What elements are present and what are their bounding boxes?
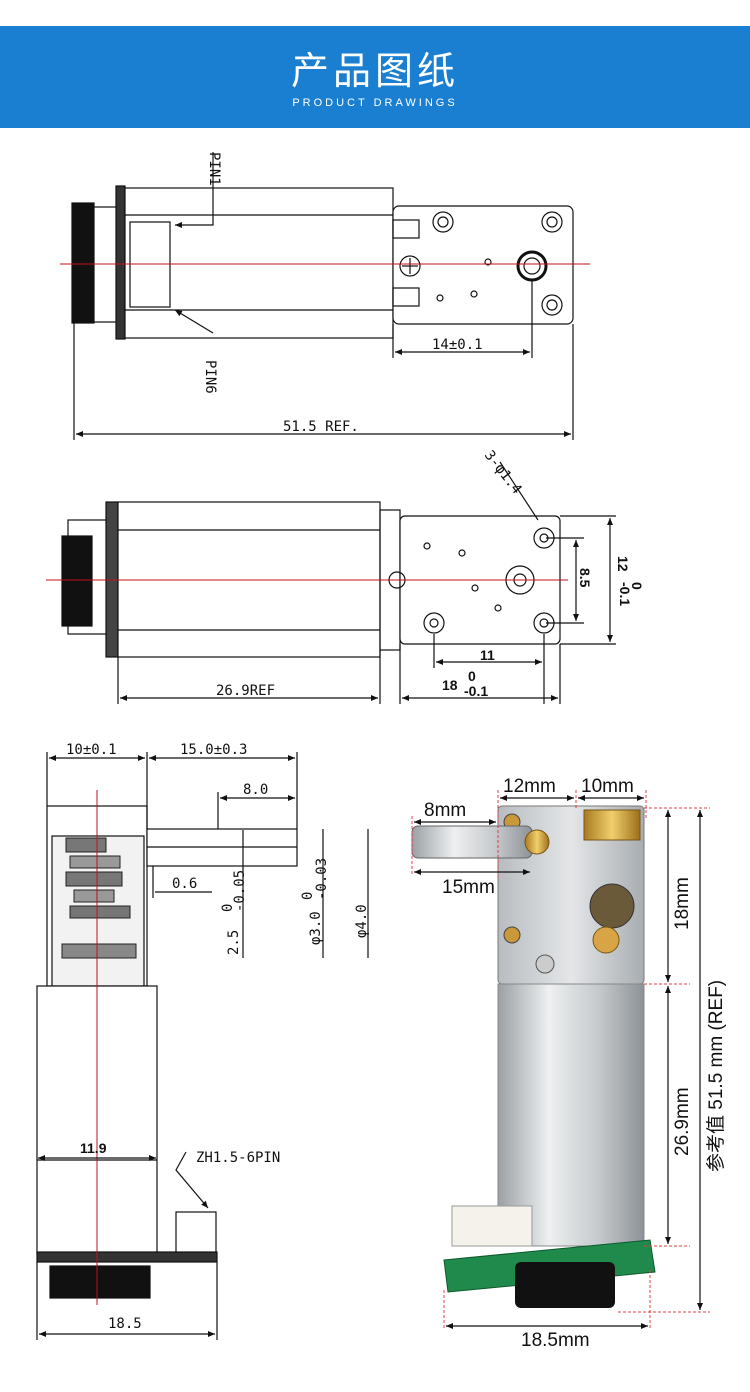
banner-subtitle: PRODUCT DRAWINGS	[292, 97, 458, 109]
photo-dim-8: 8mm	[424, 800, 466, 821]
dim-outer-dia: φ4.0	[354, 904, 370, 938]
header-banner: 产品图纸 PRODUCT DRAWINGS	[0, 26, 750, 128]
hole-note: 3-φ1.4	[481, 448, 525, 498]
dim-flat-depth: 2.5	[226, 930, 242, 955]
front-view-drawing	[46, 461, 616, 704]
dim-plate-tol-upper: 0	[468, 668, 476, 684]
flat-tol-upper: 0	[220, 904, 236, 912]
dim-base-width: 18.5	[108, 1316, 142, 1332]
photo-dim-10: 10mm	[581, 776, 634, 797]
dim-hole-spacing: 11	[480, 647, 495, 663]
dim-plate-width: 18	[442, 677, 458, 693]
gear-train	[61, 837, 137, 959]
photo-dim-total: 参考值 51.5 mm (REF)	[705, 980, 727, 1172]
photo-dim-18-5: 18.5mm	[521, 1330, 590, 1351]
pin6-label: PIN6	[202, 360, 218, 394]
banner-title: 产品图纸	[290, 49, 459, 93]
pcb-side	[36, 1251, 218, 1263]
photo-dim-15: 15mm	[442, 877, 495, 898]
dim-motor-dia: 11.9	[80, 1140, 107, 1156]
dim-width-base: 12	[615, 556, 631, 572]
dim-gap: 0.6	[172, 876, 197, 892]
photo-dim-12: 12mm	[503, 776, 556, 797]
zh-connector	[175, 1211, 217, 1253]
top-view-drawing	[60, 152, 590, 440]
side-view-drawing	[36, 752, 369, 1340]
dim-shaft-offset: 14±0.1	[432, 337, 483, 353]
encoder-side	[49, 1265, 151, 1299]
dim-motor-length: 26.9REF	[216, 683, 275, 699]
dim-shaft-dia: φ3.0	[308, 911, 324, 945]
pcb-board	[115, 185, 126, 340]
dim-width-tol-upper: 0	[629, 582, 645, 590]
dim-shaft-length: 15.0±0.3	[180, 742, 247, 758]
pin1-label: PIN1	[206, 152, 222, 186]
flat-tol-lower: -0.05	[232, 870, 248, 912]
photo-dimension-lines	[411, 790, 710, 1330]
shaft-tol-lower: -0.03	[314, 858, 330, 900]
motor-body	[124, 187, 394, 339]
photo-motor-can	[497, 983, 645, 1247]
dim-height: 8.5	[577, 568, 593, 588]
gearbox-plate	[392, 205, 574, 325]
product-photo	[411, 805, 656, 1308]
photo-dim-26-9: 26.9mm	[672, 1087, 693, 1156]
encoder-block	[61, 535, 93, 627]
dim-width-tol-lower: -0.1	[617, 582, 633, 606]
dim-flat-length: 8.0	[243, 782, 268, 798]
shaft-tol-upper: 0	[300, 892, 316, 900]
dim-total-length: 51.5 REF.	[283, 419, 359, 435]
connector-label: ZH1.5-6PIN	[196, 1150, 280, 1166]
encoder-block	[71, 202, 95, 324]
dim-left: 10±0.1	[66, 742, 117, 758]
dim-plate-tol-lower: -0.1	[464, 683, 488, 699]
photo-dim-18: 18mm	[672, 877, 693, 930]
photo-dimension-arrows	[414, 795, 703, 1329]
